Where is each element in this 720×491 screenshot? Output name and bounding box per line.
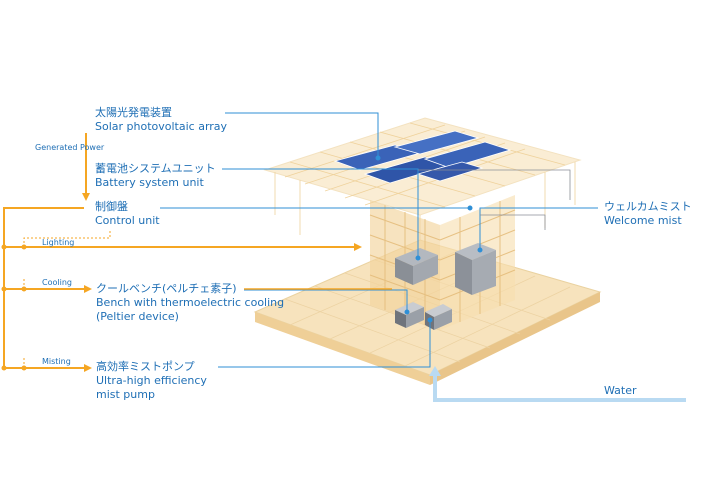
generated-power-label: Generated Power xyxy=(35,143,105,152)
misting-label: Misting xyxy=(42,357,71,366)
callout-lines xyxy=(160,112,598,368)
pump-callout xyxy=(218,320,431,368)
mist-pipe xyxy=(418,169,571,200)
solar-callout xyxy=(225,112,379,158)
bench-callout xyxy=(244,289,408,312)
solar-panel xyxy=(393,130,480,155)
platform-right-face xyxy=(430,292,600,385)
solar-panel xyxy=(416,161,484,182)
cooling-label: Cooling xyxy=(42,278,72,287)
battery-label-en: Battery system unit xyxy=(95,176,204,189)
water-line xyxy=(429,366,686,402)
branch-dotted-links xyxy=(23,230,111,368)
control-bus xyxy=(3,207,84,368)
bench-label-jp: クールベンチ(ペルチェ素子) xyxy=(96,282,237,295)
cool-bench xyxy=(395,302,452,330)
pump-label-en-1: Ultra-high efficiency xyxy=(96,374,207,387)
solar-label-jp: 太陽光発電装置 xyxy=(95,106,172,119)
pump-label-en-2: mist pump xyxy=(96,388,155,401)
welcome-mist-unit xyxy=(455,243,496,295)
power-branch-dots xyxy=(1,244,27,371)
solar-label-en: Solar photovoltaic array xyxy=(95,120,228,133)
water-label: Water xyxy=(604,384,637,397)
mist-pipe xyxy=(480,214,546,230)
control-label-en: Control unit xyxy=(95,214,160,227)
battery-label-jp: 蓄電池システムユニット xyxy=(95,162,216,175)
power-lines xyxy=(3,133,392,372)
solar-panel xyxy=(423,141,512,169)
bench-label-en-1: Bench with thermoelectric cooling xyxy=(96,296,285,309)
bench-label-en-2: (Peltier device) xyxy=(96,310,179,323)
pump-label-jp: 高効率ミストポンプ xyxy=(96,360,195,373)
battery-callout xyxy=(222,168,419,258)
welcome-label-jp: ウェルカムミスト xyxy=(604,200,692,213)
welcome-label-en: Welcome mist xyxy=(604,214,682,227)
lighting-label: Lighting xyxy=(42,238,75,247)
welcome-callout xyxy=(479,207,598,250)
control-label-jp: 制御盤 xyxy=(95,200,128,213)
